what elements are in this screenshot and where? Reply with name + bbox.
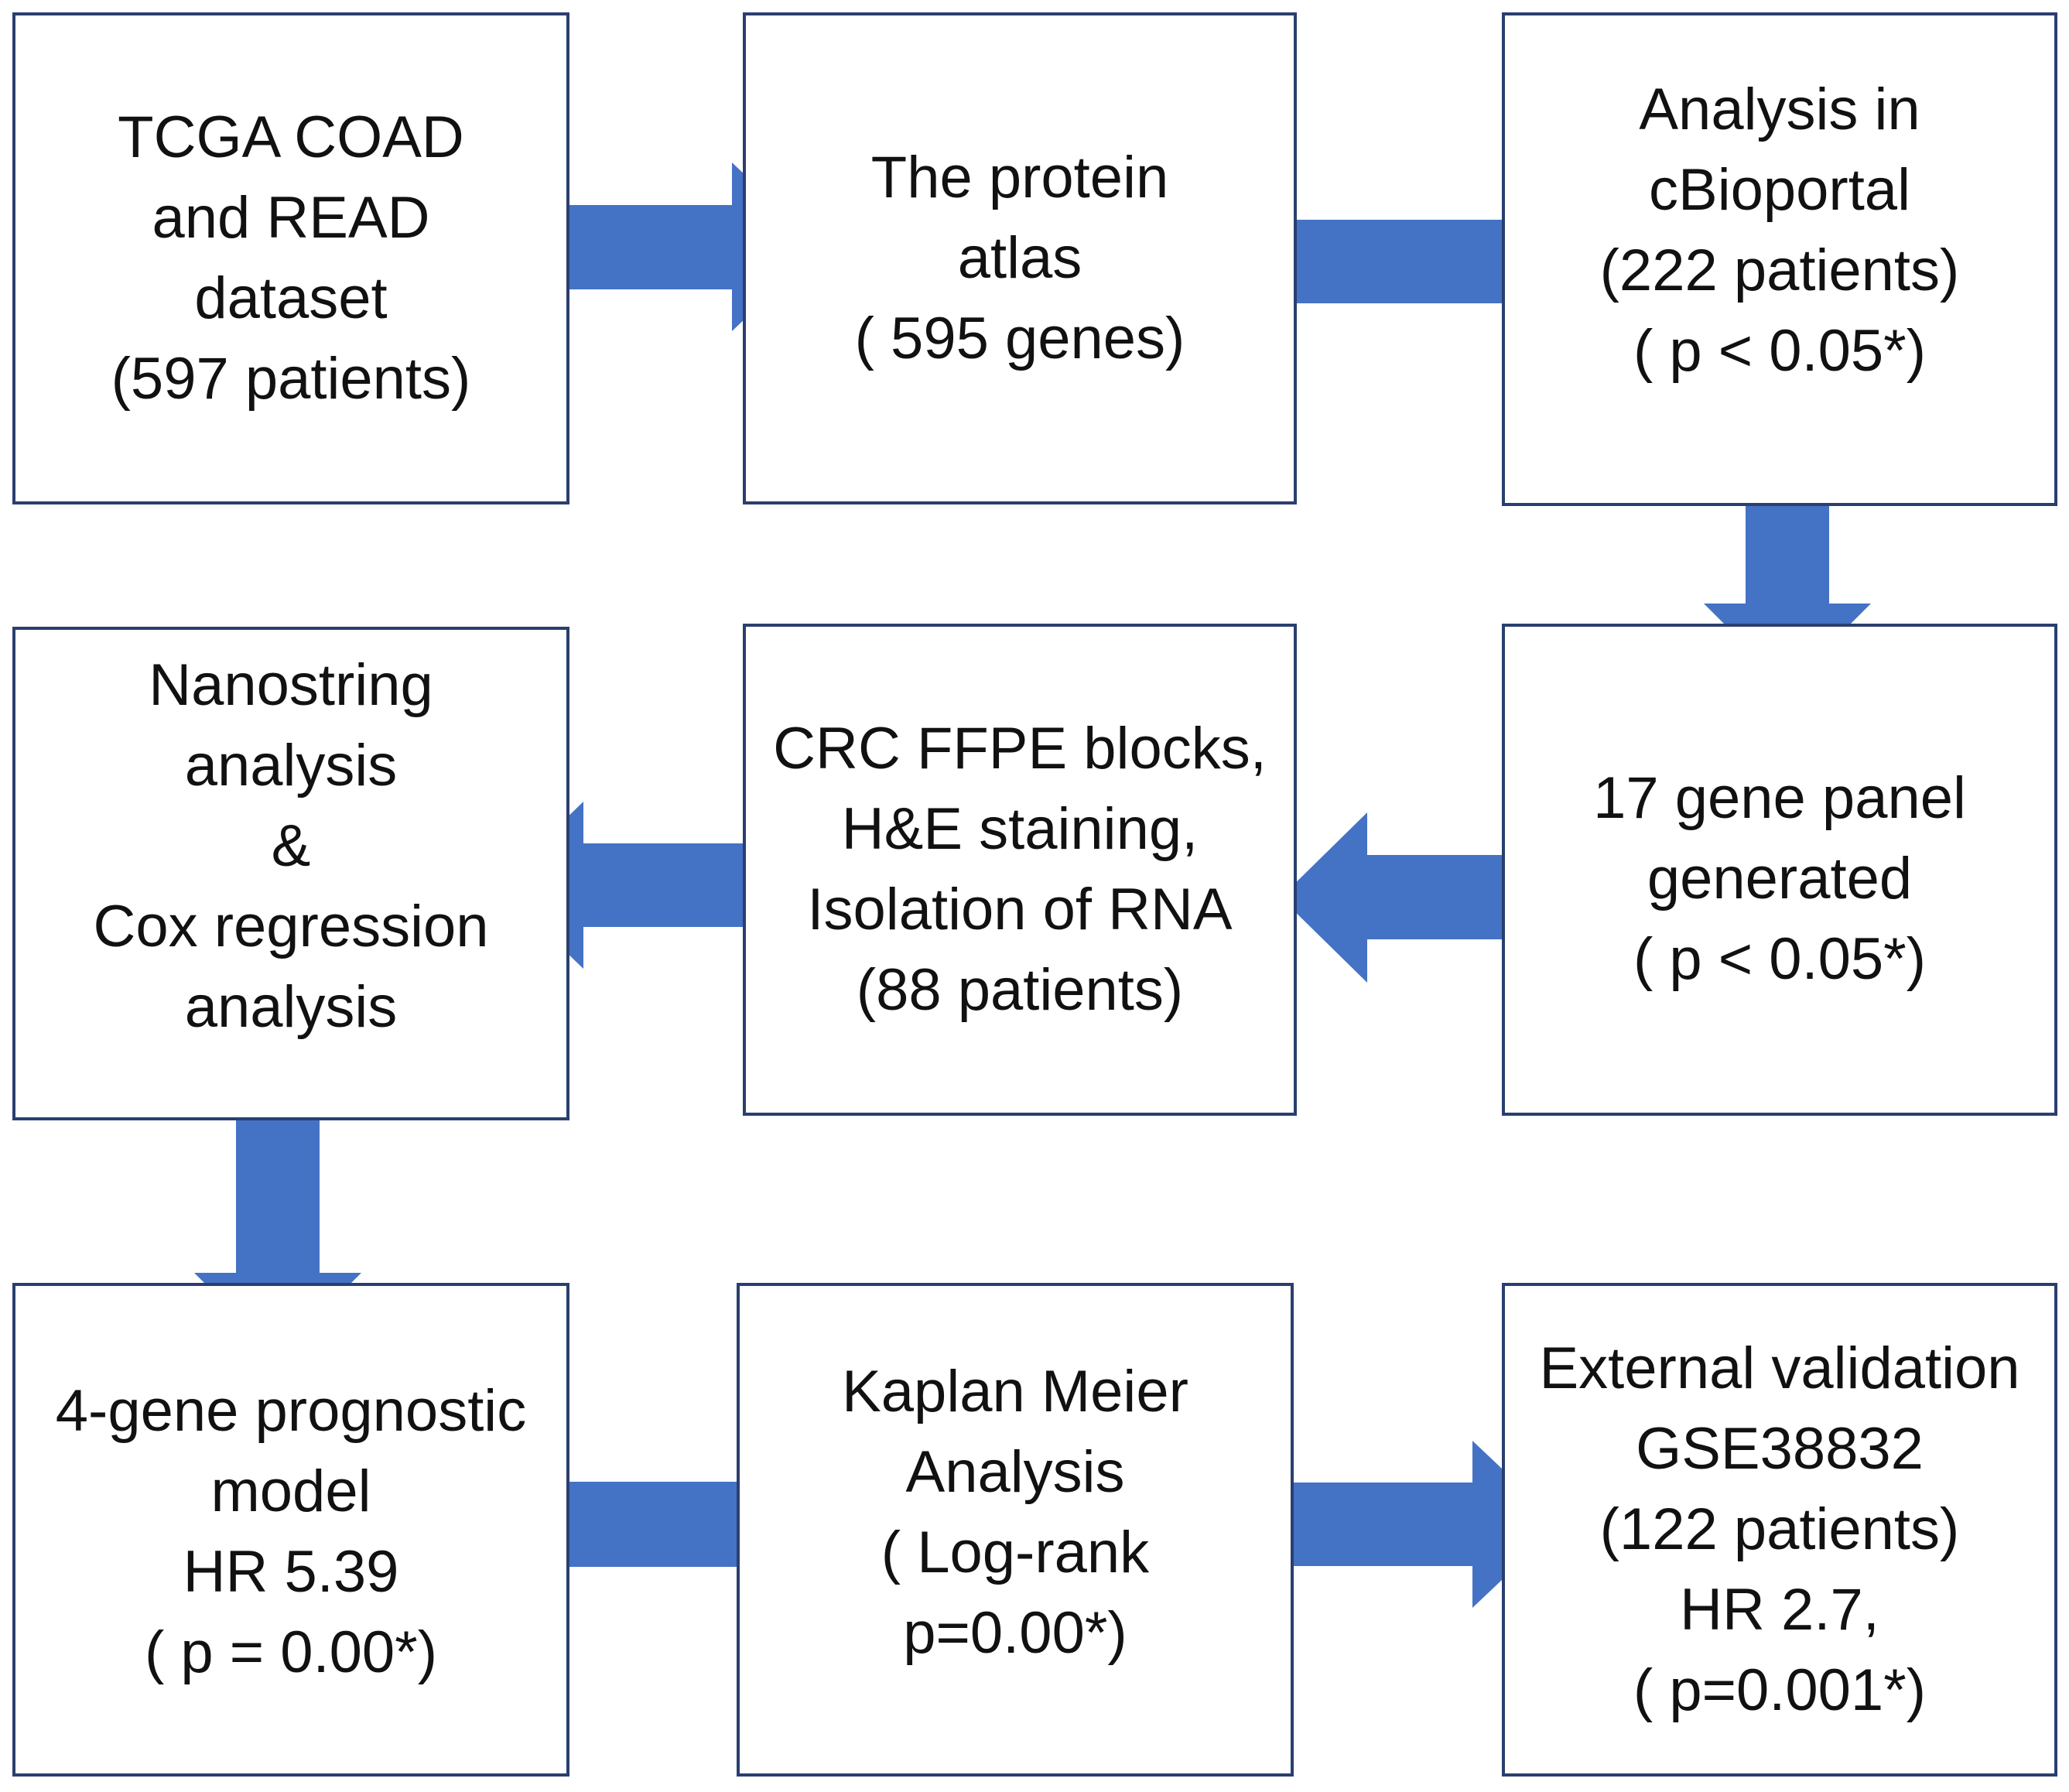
- node-ffpe-rna-isolation: CRC FFPE blocks, H&E staining, Isolation…: [743, 624, 1297, 1116]
- node-cbioportal-analysis-label: Analysis in cBioportal (222 patients) ( …: [1599, 77, 1960, 384]
- arrow-nanostring-to-prognostic-model: [194, 1043, 361, 1356]
- node-kaplan-meier-label: Kaplan Meier Analysis ( Log-rank p=0.00*…: [842, 1359, 1188, 1666]
- node-tcga-dataset-label: TCGA COAD and READ dataset (597 patients…: [111, 104, 471, 412]
- node-external-validation-label: External validation GSE38832 (122 patien…: [1539, 1335, 2020, 1723]
- arrow-kaplan-meier-to-external-validation: [1242, 1441, 1561, 1608]
- node-gene-panel-label: 17 gene panel generated ( p < 0.05*): [1593, 765, 1966, 992]
- node-protein-atlas-label: The protein atlas ( 595 genes): [854, 145, 1185, 371]
- node-prognostic-model-label: 4-gene prognostic model HR 5.39 ( p = 0.…: [55, 1378, 527, 1685]
- node-kaplan-meier: Kaplan Meier Analysis ( Log-rank p=0.00*…: [737, 1283, 1294, 1777]
- node-tcga-dataset: TCGA COAD and READ dataset (597 patients…: [12, 12, 569, 504]
- node-external-validation: External validation GSE38832 (122 patien…: [1502, 1283, 2057, 1777]
- node-gene-panel: 17 gene panel generated ( p < 0.05*): [1502, 624, 2057, 1116]
- arrow-tcga-to-protein-atlas: [503, 162, 821, 331]
- arrow-gene-panel-to-ffpe: [1281, 812, 1574, 983]
- node-nanostring-analysis-label: Nanostring analysis & Cox regression ana…: [93, 652, 489, 1040]
- node-prognostic-model: 4-gene prognostic model HR 5.39 ( p = 0.…: [12, 1283, 569, 1777]
- node-cbioportal-analysis: Analysis in cBioportal (222 patients) ( …: [1502, 12, 2057, 506]
- node-ffpe-rna-isolation-label: CRC FFPE blocks, H&E staining, Isolation…: [773, 716, 1267, 1023]
- node-nanostring-analysis: Nanostring analysis & Cox regression ana…: [12, 627, 569, 1120]
- node-protein-atlas: The protein atlas ( 595 genes): [743, 12, 1297, 504]
